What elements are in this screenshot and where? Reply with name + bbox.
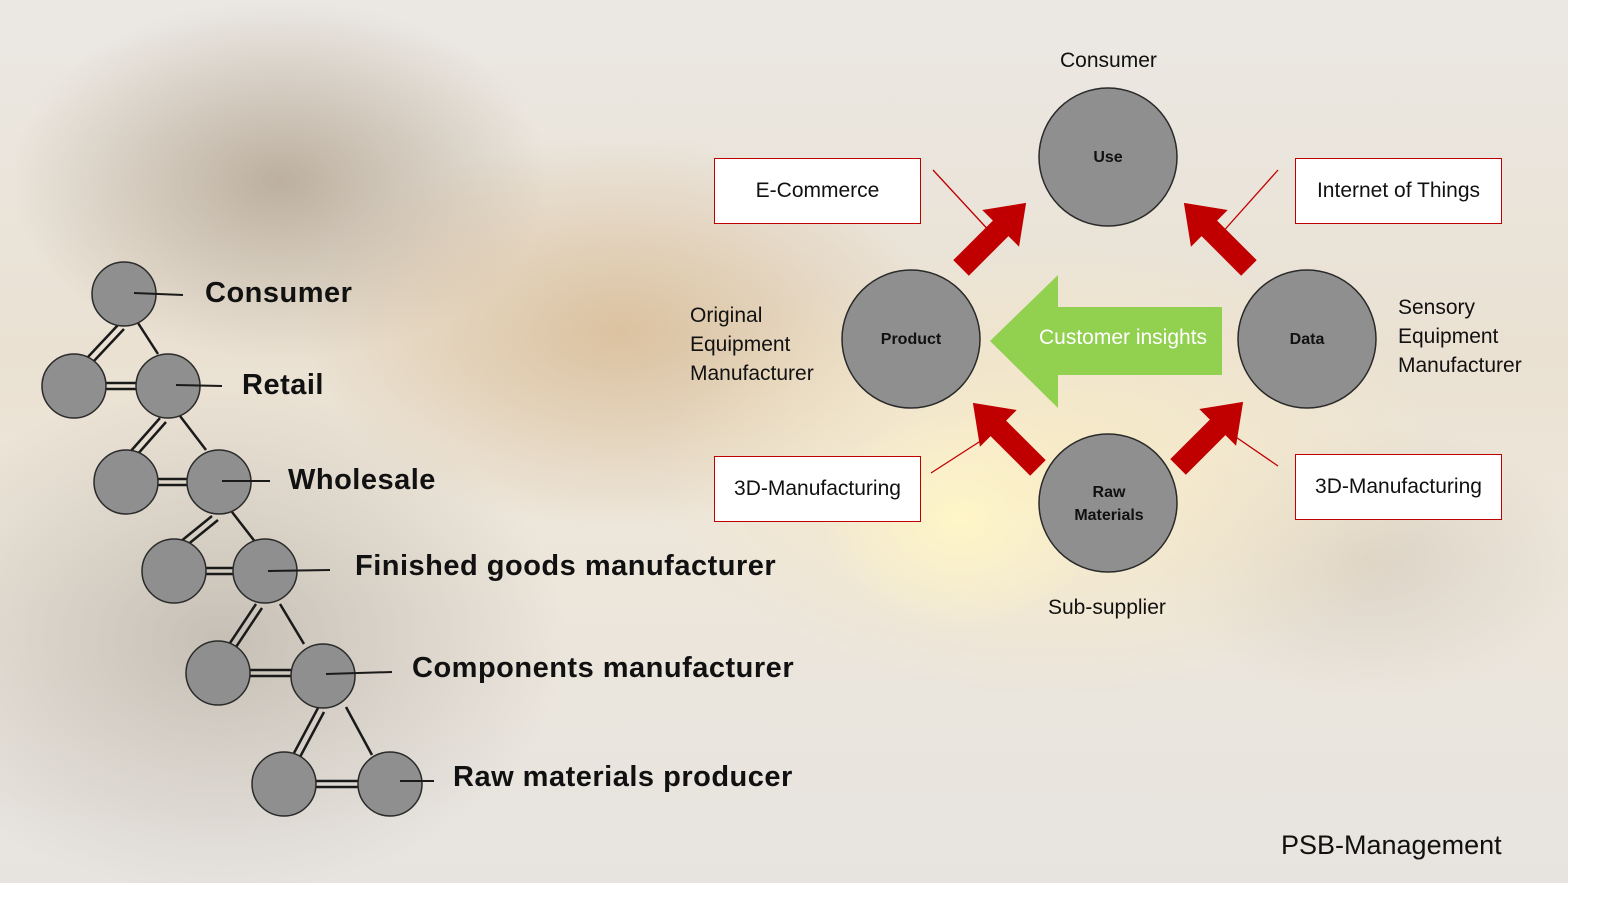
tech-label-iot: Internet of Things [1316, 179, 1481, 202]
chain-node-retail-side [41, 353, 107, 419]
chain-label-retail: Retail [242, 369, 324, 401]
node-data [1237, 269, 1377, 409]
chain-label-finished-goods: Finished goods manufacturer [355, 550, 777, 582]
chain-leader-lines [133, 292, 434, 782]
arrow-data-to-use [1183, 202, 1257, 276]
chain-node-raw [357, 751, 423, 817]
node-label-use: Use [1093, 149, 1123, 166]
role-sub-supplier: Sub-supplier [1048, 596, 1166, 619]
arrow-raw-to-data [1170, 401, 1244, 475]
tech-box-iot: Internet of Things [1295, 158, 1502, 224]
customer-insights-label: Customer insights [1038, 326, 1208, 349]
node-raw-materials [1038, 433, 1178, 573]
slide-background [0, 0, 1568, 883]
ecosystem-nodes [841, 87, 1377, 573]
role-consumer: Consumer [1060, 49, 1157, 72]
chain-node-components [290, 643, 356, 709]
node-label-product: Product [880, 331, 942, 348]
chain-label-wholesale: Wholesale [288, 464, 436, 496]
node-use [1038, 87, 1178, 227]
chain-label-raw-materials: Raw materials producer [453, 761, 793, 793]
tech-box-3d-left: 3D-Manufacturing [714, 456, 921, 522]
footer-brand: PSB-Management [1281, 830, 1502, 860]
chain-connectors [86, 322, 374, 758]
chain-label-consumer: Consumer [205, 277, 353, 309]
tech-box-3d-right: 3D-Manufacturing [1295, 454, 1502, 520]
red-arrows [953, 202, 1257, 476]
chain-node-raw-side [251, 751, 317, 817]
node-product [841, 269, 981, 409]
node-label-data: Data [1289, 331, 1325, 348]
chain-nodes [41, 261, 423, 817]
chain-horizontal-links [106, 381, 360, 789]
tech-label-3d-left: 3D-Manufacturing [734, 477, 901, 500]
bottom-margin [0, 883, 1600, 904]
arrow-raw-to-product [972, 402, 1046, 476]
chain-node-wholesale-side [93, 449, 159, 515]
chain-node-finished-side [141, 538, 207, 604]
tech-label-ecommerce: E-Commerce [755, 179, 880, 202]
tech-box-ecommerce: E-Commerce [714, 158, 921, 224]
customer-insights-arrow [990, 275, 1222, 408]
node-label-raw-materials: Raw Materials [1074, 484, 1144, 524]
role-oem: Original Equipment Manufacturer [690, 304, 814, 385]
chain-label-components: Components manufacturer [412, 652, 795, 684]
right-margin [1568, 0, 1600, 904]
arrow-product-to-use [953, 202, 1027, 276]
tech-label-3d-right: 3D-Manufacturing [1315, 475, 1482, 498]
role-sensory: Sensory Equipment Manufacturer [1398, 296, 1522, 377]
chain-node-components-side [185, 640, 251, 706]
